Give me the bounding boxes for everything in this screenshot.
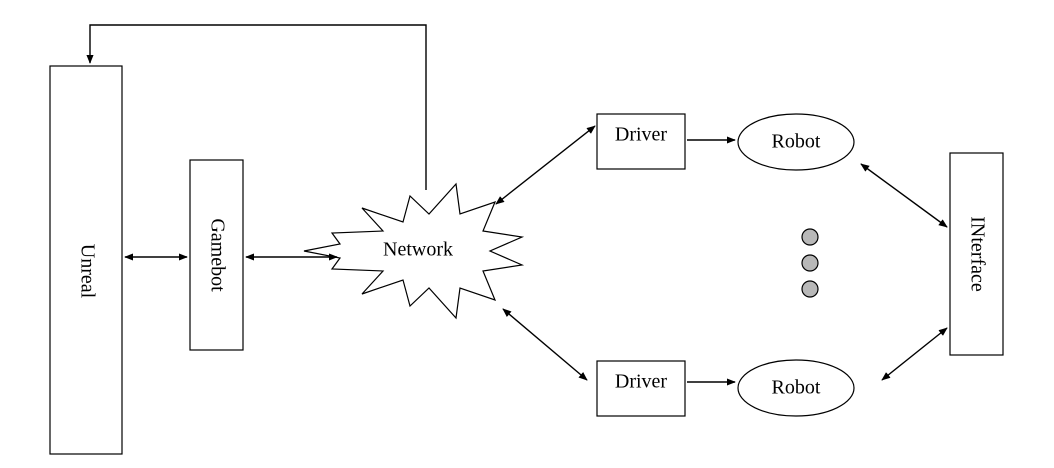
edge-network-to-unreal	[86, 24, 427, 190]
edge-network-driver-top	[495, 125, 596, 205]
node-unreal-label: Unreal	[76, 244, 98, 299]
node-driver-bottom-label: Driver	[615, 371, 668, 393]
node-driver-top: Driver	[596, 113, 686, 170]
node-robot-bottom-label: Robot	[772, 377, 821, 399]
node-unreal: Unreal	[49, 65, 123, 455]
node-interface-label: INterface	[966, 216, 988, 292]
node-gamebot: Gamebot	[189, 159, 244, 351]
network-starburst-shape	[303, 182, 525, 320]
node-driver-top-label: Driver	[615, 124, 668, 146]
ellipsis-dot	[801, 280, 819, 298]
edge-network-driver-bottom	[502, 308, 588, 381]
node-driver-bottom: Driver	[596, 360, 686, 417]
node-gamebot-label: Gamebot	[206, 218, 228, 292]
node-robot-bottom: Robot	[737, 359, 855, 417]
node-network: Network	[303, 182, 525, 320]
edge-robot-top-interface	[860, 163, 948, 228]
node-interface: INterface	[949, 152, 1004, 356]
more-robots-indicator	[801, 228, 819, 298]
node-robot-top-label: Robot	[772, 131, 821, 153]
edge-robot-bottom-interface	[881, 327, 948, 381]
ellipsis-dot	[801, 254, 819, 272]
node-network-label: Network	[383, 239, 453, 261]
node-robot-top: Robot	[737, 113, 855, 171]
ellipsis-dot	[801, 228, 819, 246]
